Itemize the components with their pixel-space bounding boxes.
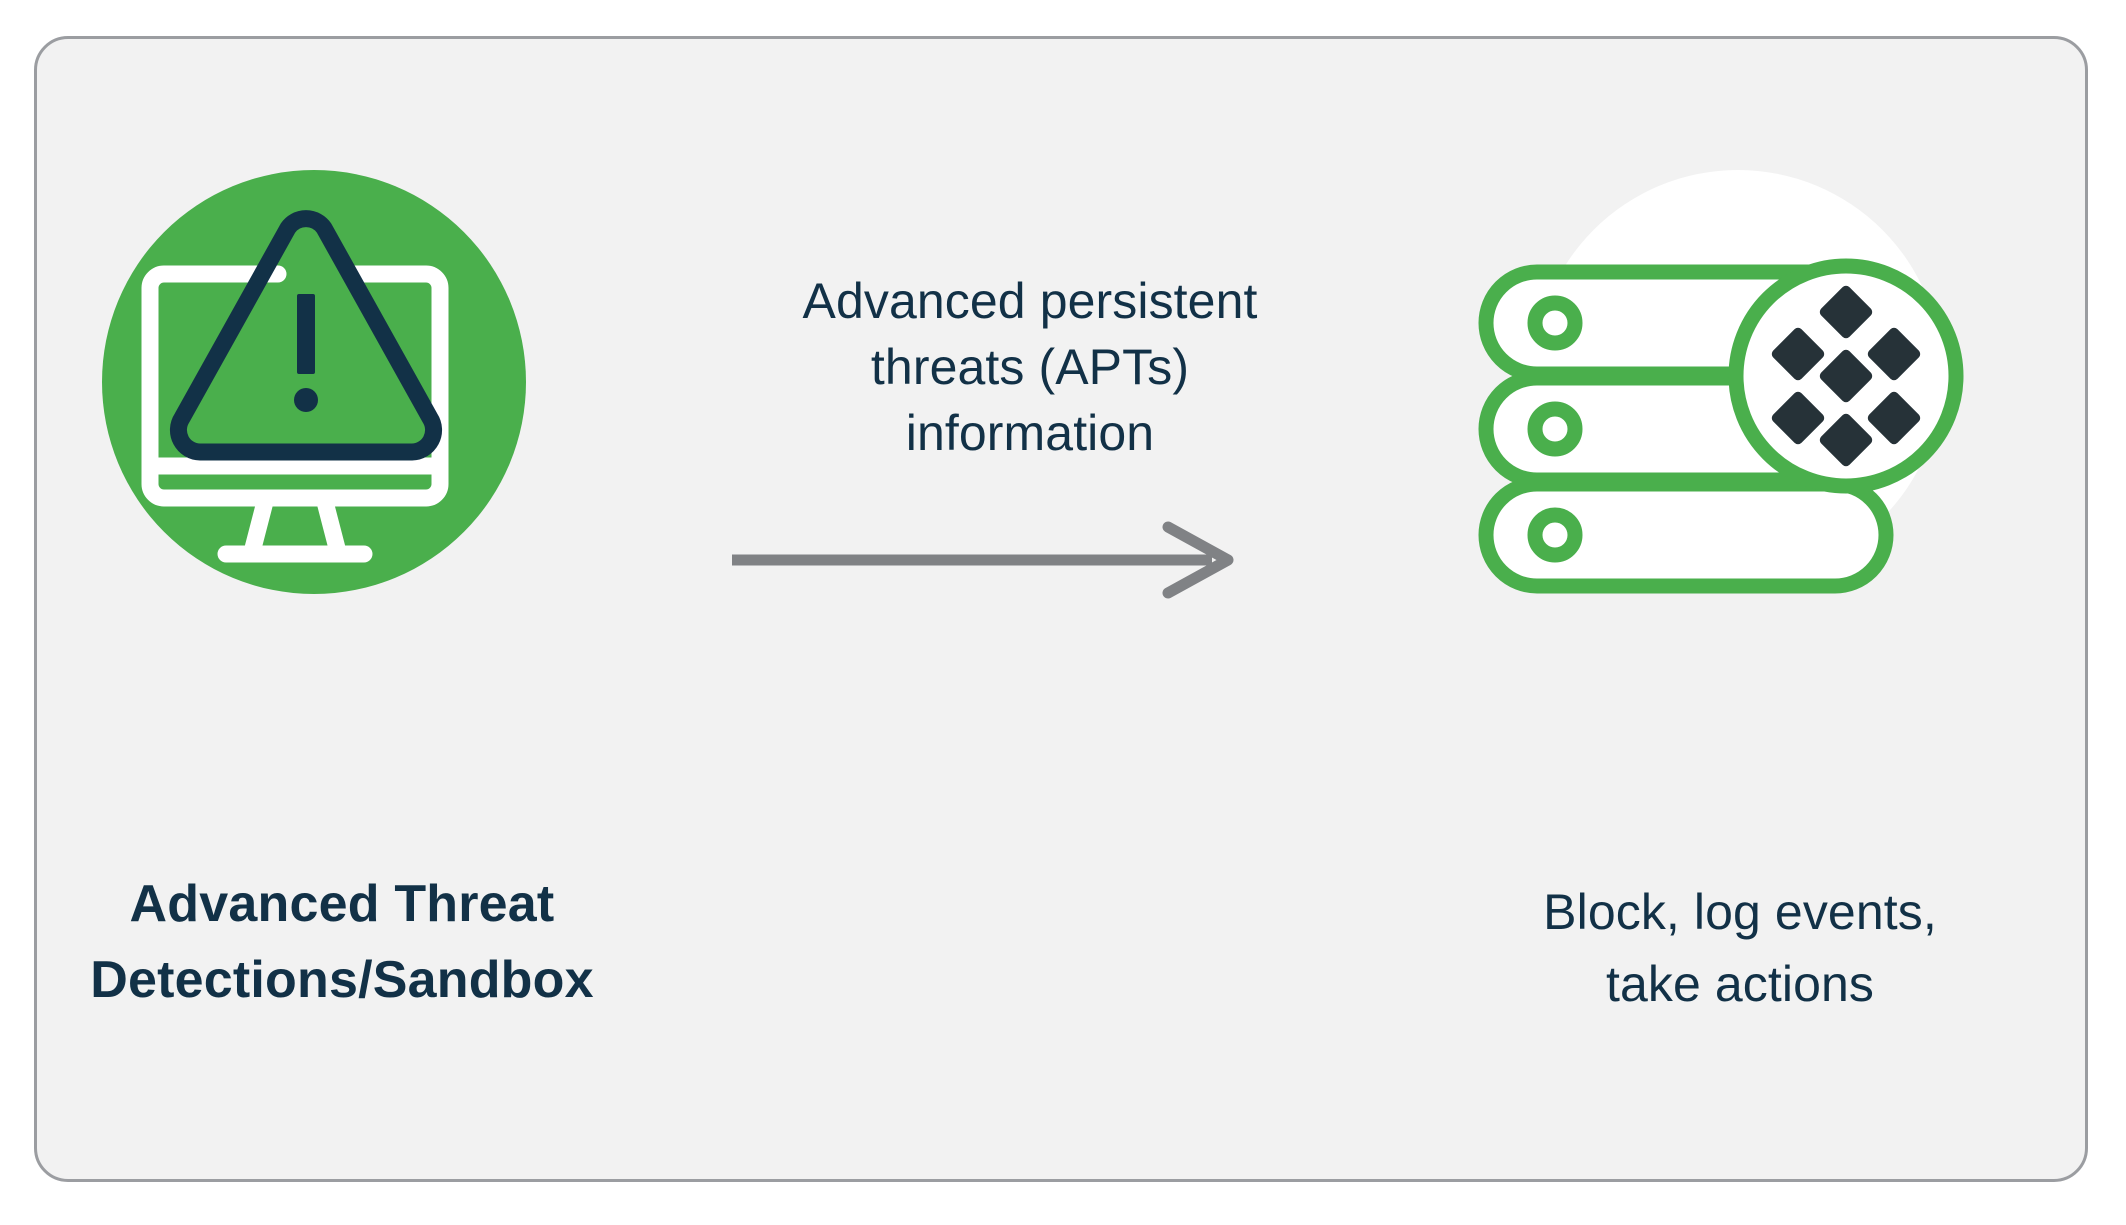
- flow-arrow: [728, 520, 1248, 600]
- led-indicator: [1527, 401, 1583, 457]
- advanced-threat-detection-icon: [98, 166, 530, 598]
- led-indicator: [1527, 295, 1583, 351]
- flow-label: Advanced persistent threats (APTs) infor…: [802, 273, 1258, 461]
- warning-triangle-icon: [169, 210, 443, 461]
- diamond-grid-icon: [1771, 285, 1921, 467]
- right-arrow-icon: [732, 521, 1234, 599]
- led-indicator: [1527, 507, 1583, 563]
- data-badge: [1728, 258, 1964, 494]
- left-node-label: Advanced Threat Detections/Sandbox: [90, 875, 594, 1009]
- green-circle-backdrop: [102, 170, 526, 594]
- server-stack-icon: [1468, 166, 2008, 606]
- right-node-label: Block, log events, take actions: [1543, 884, 1937, 1012]
